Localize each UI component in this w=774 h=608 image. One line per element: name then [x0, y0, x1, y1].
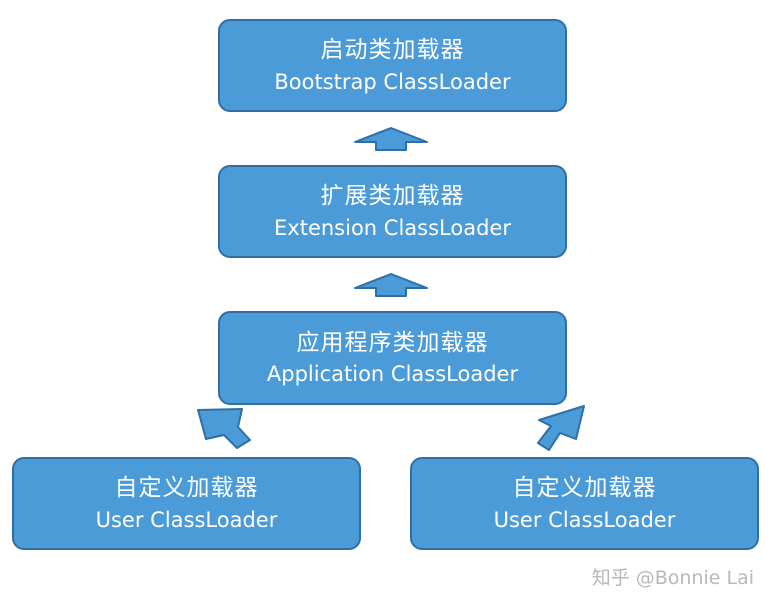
user-classloader-right-en-label: User ClassLoader: [493, 507, 676, 532]
user-classloader-left-zh-label: 自定义加载器: [114, 475, 259, 501]
user-classloader-right-zh-label: 自定义加载器: [512, 475, 657, 501]
user-classloader-right-node: 自定义加载器 User ClassLoader: [410, 457, 759, 550]
extension-classloader-zh-label: 扩展类加载器: [320, 183, 465, 209]
user-classloader-left-node: 自定义加载器 User ClassLoader: [12, 457, 361, 550]
application-classloader-en-label: Application ClassLoader: [266, 362, 519, 387]
application-classloader-zh-label: 应用程序类加载器: [296, 329, 489, 356]
bootstrap-classloader-node: 启动类加载器 Bootstrap ClassLoader: [218, 19, 567, 112]
arrow-diagonal-up-left-icon: [537, 405, 585, 451]
extension-classloader-en-label: Extension ClassLoader: [274, 215, 511, 240]
user-classloader-left-en-label: User ClassLoader: [95, 507, 278, 532]
arrow-up-icon: [354, 273, 428, 297]
extension-classloader-node: 扩展类加载器 Extension ClassLoader: [218, 165, 567, 258]
application-classloader-node: 应用程序类加载器 Application ClassLoader: [218, 311, 567, 405]
watermark: 知乎 @Bonnie Lai: [591, 567, 754, 589]
arrow-diagonal-up-right-icon: [197, 408, 251, 449]
bootstrap-classloader-en-label: Bootstrap ClassLoader: [274, 69, 511, 94]
arrow-up-icon: [354, 127, 428, 151]
bootstrap-classloader-zh-label: 启动类加载器: [320, 37, 465, 63]
